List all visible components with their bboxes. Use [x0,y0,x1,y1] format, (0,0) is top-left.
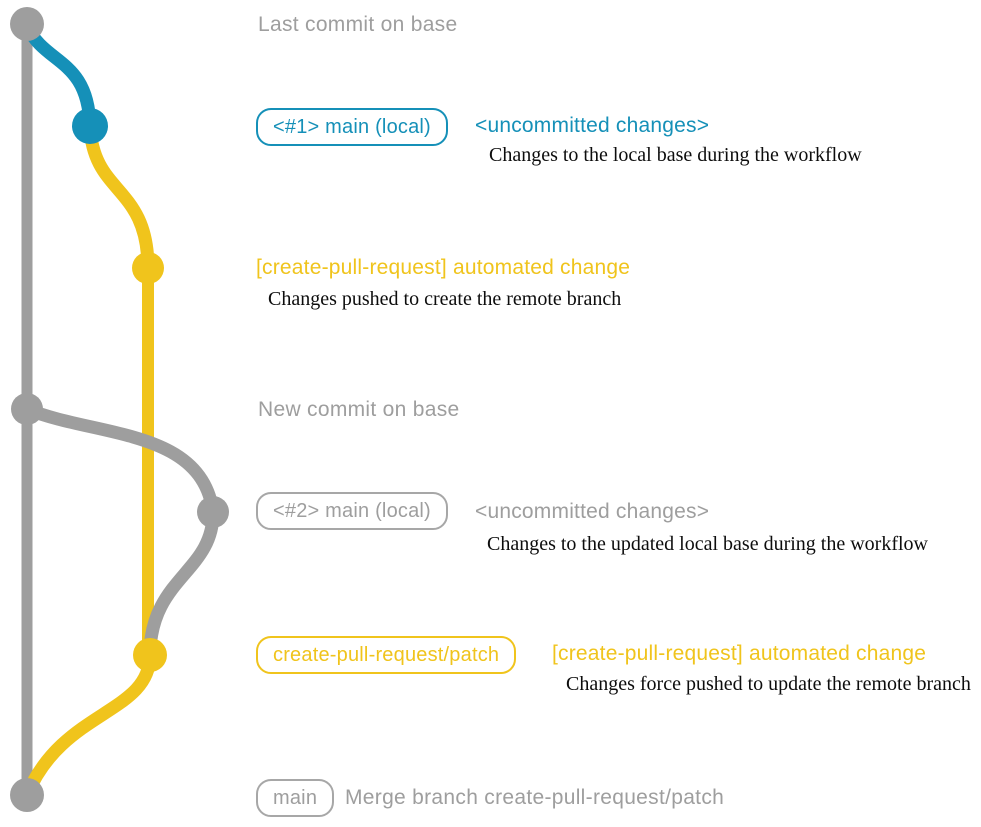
commit-node-local-1 [72,108,108,144]
note-push-create-branch: Changes pushed to create the remote bran… [268,288,622,310]
branch-badge-main: main [256,779,335,817]
note-local-base-changes-2: Changes to the updated local base during… [487,533,928,555]
commit-node-local-2 [197,496,229,528]
commit-node-new-base [11,393,43,425]
note-force-push-update-branch: Changes force pushed to update the remot… [566,673,971,695]
branch-curve-rebase [143,505,220,662]
status-uncommitted-changes-2: <uncommitted changes> [475,500,710,523]
branch-curve-push-1 [83,119,155,275]
commit-node-merge [10,778,44,812]
branch-badge-main-local-2: <#2> main (local) [256,492,448,530]
commit-message-merge-branch: Merge branch create-pull-request/patch [345,786,725,809]
commit-message-automated-change-2: [create-pull-request] automated change [552,642,927,665]
branch-curve-merge [20,648,157,802]
note-local-base-changes-1: Changes to the local base during the wor… [489,144,862,166]
status-uncommitted-changes-1: <uncommitted changes> [475,114,710,137]
commit-node-last-base [10,7,44,41]
branch-badge-create-pull-request-patch: create-pull-request/patch [256,636,517,674]
label-new-commit-on-base: New commit on base [258,398,460,421]
commit-node-push-2 [133,638,167,672]
commit-message-automated-change-1: [create-pull-request] automated change [256,256,631,279]
label-last-commit-on-base: Last commit on base [258,13,458,36]
branch-curve-local-main-2 [20,402,220,519]
commit-node-push-1 [132,252,164,284]
branch-badge-main-local-1: <#1> main (local) [256,108,448,146]
